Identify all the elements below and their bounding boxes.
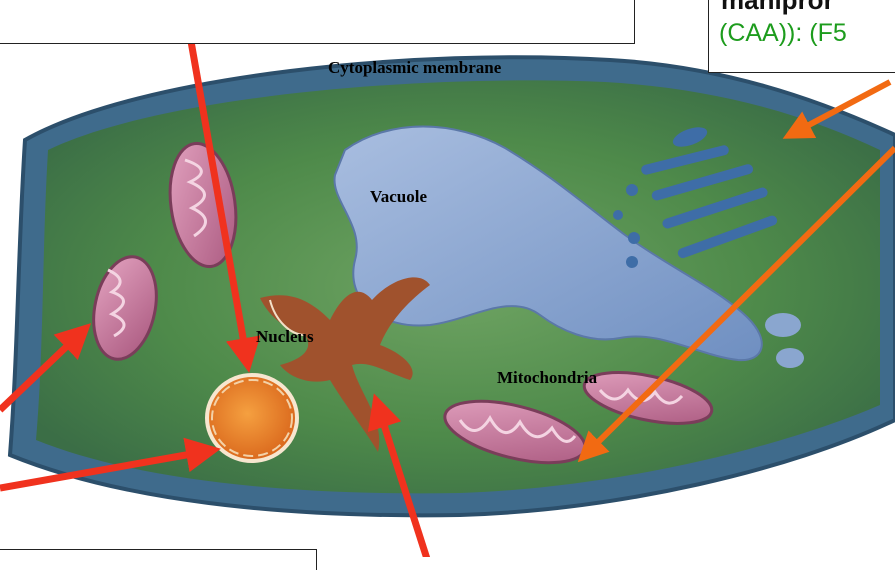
annotation-box-top-right: manipror (CAA)): (F5 — [708, 0, 895, 73]
annotation-title: manipror — [721, 0, 834, 16]
cell-illustration — [0, 0, 895, 557]
annotation-box-bottom-left — [0, 549, 317, 570]
annotation-code: (CAA)): (F5 — [719, 19, 847, 48]
vacuole-label: Vacuole — [370, 187, 427, 207]
cytoplasmic-membrane-label: Cytoplasmic membrane — [328, 58, 501, 78]
nucleus-label: Nucleus — [256, 327, 314, 347]
mitochondria-label: Mitochondria — [497, 368, 597, 388]
cell-diagram: Cytoplasmic membrane Vacuole Nucleus Mit… — [0, 0, 895, 557]
nucleus-shape — [207, 375, 297, 461]
annotation-box-top-left — [0, 0, 635, 44]
